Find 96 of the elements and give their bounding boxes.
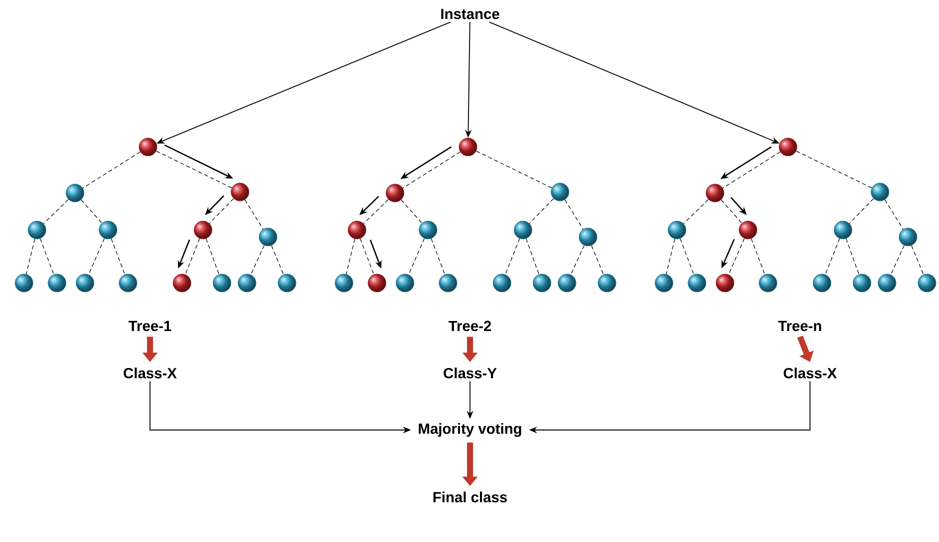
dashed-branch [591, 245, 604, 275]
tree-node [458, 138, 478, 156]
dashed-branch [529, 198, 554, 224]
tree-node [578, 228, 598, 246]
dashed-branch [911, 245, 924, 275]
class-label: Class-X [784, 368, 837, 378]
dashed-branch [890, 245, 905, 275]
tree-node [278, 274, 296, 292]
dashed-branch [206, 238, 220, 275]
tree-node [238, 274, 256, 292]
dashed-branch [363, 199, 389, 224]
tree-node [418, 220, 438, 240]
dashed-branch [360, 238, 374, 275]
tree-node [878, 274, 896, 292]
dashed-branch [110, 238, 126, 275]
dashed-branch [722, 152, 781, 188]
tree-node [834, 220, 852, 240]
tree-node [172, 274, 192, 292]
tree-node [438, 274, 458, 292]
tree-node [716, 274, 734, 292]
tree-node [98, 220, 118, 240]
dashed-branch [476, 150, 552, 188]
dashed-branch [564, 199, 584, 230]
tree-node [66, 184, 84, 202]
result-label: Final class [434, 492, 507, 502]
tree-node [514, 220, 532, 240]
dashed-branch [82, 152, 141, 188]
tree-node [194, 220, 212, 240]
dashed-branch [666, 238, 676, 274]
tree-node [668, 220, 686, 240]
tree-label: Tree-2 [448, 320, 492, 332]
tree-node [28, 220, 46, 240]
tree-node [898, 228, 918, 246]
dashed-branch [796, 150, 872, 188]
heading-label: Instance [441, 8, 500, 20]
tree-node [688, 274, 706, 292]
dashed-branch [244, 199, 264, 230]
tree-node [138, 138, 158, 156]
tree-node [852, 274, 872, 292]
tree-node [492, 274, 512, 292]
tree-node [212, 274, 232, 292]
tree-node [550, 182, 570, 202]
dashed-branch [505, 238, 520, 275]
dashed-branch [271, 245, 284, 275]
dashed-branch [825, 238, 840, 275]
dashed-branch [728, 238, 745, 275]
tree-node [334, 274, 354, 292]
dashed-branch [849, 198, 874, 224]
dashed-branch [250, 245, 265, 275]
tree-node [706, 184, 724, 202]
tree-node [758, 274, 778, 292]
tree-node [918, 274, 936, 292]
tree-node [14, 274, 34, 292]
tree-node [532, 274, 552, 292]
tree-node [48, 274, 66, 292]
dashed-branch [750, 238, 766, 275]
dashed-branch [884, 199, 904, 230]
dashed-branch [80, 200, 102, 224]
tree-node [738, 220, 758, 240]
class-label: Class-X [124, 368, 177, 378]
dashed-branch [185, 238, 200, 275]
dashed-branch [43, 199, 69, 224]
dashed-branch [346, 238, 356, 274]
voting-label: Majority voting [418, 423, 522, 437]
tree-node [230, 182, 250, 202]
dashed-branch [408, 238, 425, 275]
tree-node [598, 274, 616, 292]
dashed-branch [402, 152, 461, 188]
dashed-branch [26, 238, 36, 274]
tree-node [558, 274, 576, 292]
dashed-branch [570, 245, 585, 275]
dashed-branch [400, 200, 422, 224]
tree-node [870, 182, 890, 202]
dashed-branch [846, 238, 860, 275]
dashed-branch [88, 238, 105, 275]
dashed-branch [526, 238, 540, 275]
tree-node [118, 274, 138, 292]
tree-node [258, 228, 278, 246]
dashed-branch [40, 238, 54, 275]
dashed-branch [720, 200, 742, 224]
tree-node [368, 274, 386, 292]
tree-node [396, 274, 414, 292]
tree-node [386, 184, 404, 202]
dashed-branch [209, 198, 234, 224]
tree-node [348, 220, 366, 240]
tree-node [778, 138, 798, 156]
dashed-branch [430, 238, 446, 275]
class-label: Class-Y [444, 368, 497, 378]
tree-label: Tree-n [778, 320, 822, 332]
tree-node [812, 274, 832, 292]
tree-label: Tree-1 [128, 320, 172, 332]
dashed-branch [680, 238, 694, 275]
tree-node [654, 274, 674, 292]
dashed-branch [156, 150, 232, 188]
tree-node [76, 274, 94, 292]
dashed-branch [683, 199, 709, 224]
